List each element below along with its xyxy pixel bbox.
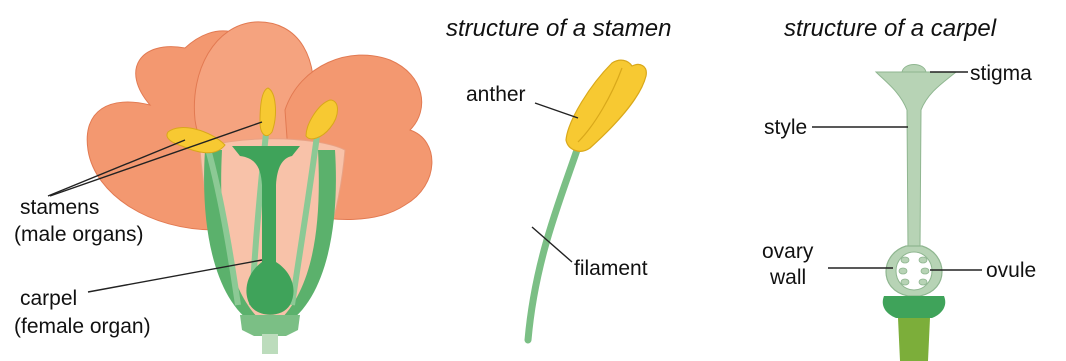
anther-leader bbox=[535, 103, 578, 118]
stamens-label: stamens bbox=[20, 196, 99, 219]
female-organ-label: (female organ) bbox=[14, 315, 151, 338]
ovule-1 bbox=[901, 257, 909, 263]
ovule-5 bbox=[901, 279, 909, 285]
carpel-panel-title: structure of a carpel bbox=[784, 15, 997, 42]
ovule-3 bbox=[899, 268, 907, 274]
stamen-panel-title: structure of a stamen bbox=[446, 15, 671, 42]
carpel-illustration bbox=[876, 65, 956, 361]
style-label: style bbox=[764, 116, 807, 139]
filament-label: filament bbox=[574, 257, 648, 280]
male-organs-label: (male organs) bbox=[14, 223, 144, 246]
wall-label: wall bbox=[769, 266, 806, 289]
anther-label: anther bbox=[466, 83, 526, 106]
anther-middle bbox=[260, 88, 275, 136]
ovule-2 bbox=[919, 257, 927, 263]
receptacle bbox=[240, 315, 300, 336]
stamen-anther bbox=[566, 60, 646, 151]
ovary-base bbox=[883, 296, 946, 318]
ovule-4 bbox=[921, 268, 929, 274]
carpel-label: carpel bbox=[20, 287, 77, 310]
stamen-illustration bbox=[528, 60, 646, 340]
flower-illustration bbox=[87, 22, 432, 354]
ovule-6 bbox=[919, 279, 927, 285]
carpel-stigma-style bbox=[876, 72, 956, 250]
flower-stalk bbox=[262, 334, 278, 354]
ovary-label: ovary bbox=[762, 240, 814, 263]
ovule-label: ovule bbox=[986, 259, 1036, 282]
carpel-stalk bbox=[898, 318, 930, 361]
stigma-label: stigma bbox=[970, 62, 1032, 85]
stigma-tip bbox=[902, 65, 926, 73]
